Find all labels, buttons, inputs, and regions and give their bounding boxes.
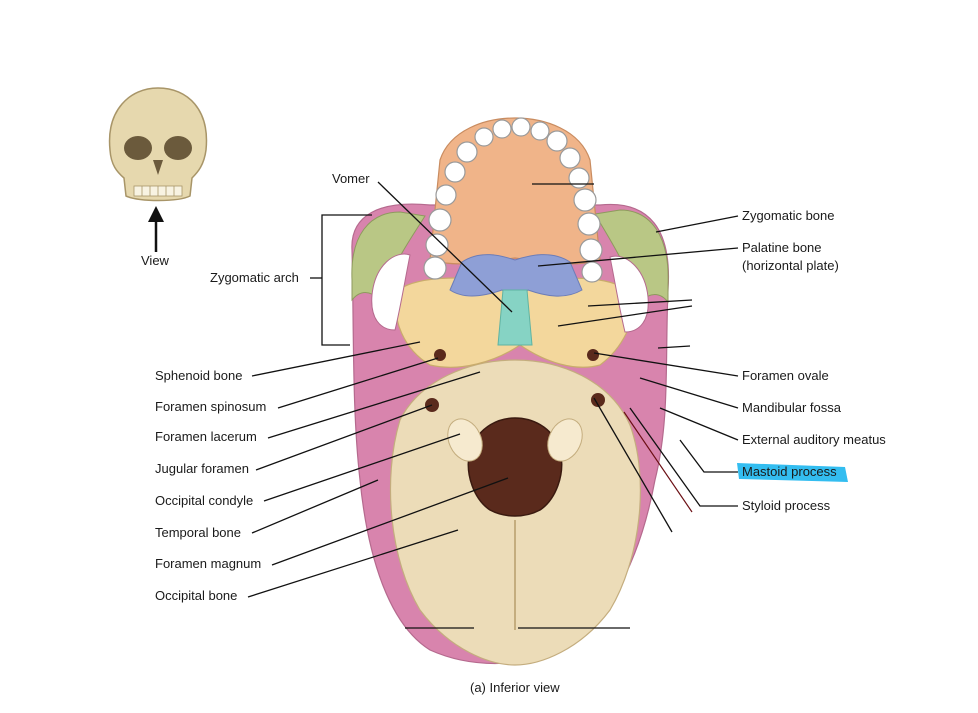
label-foramen-spinosum: Foramen spinosum bbox=[155, 399, 266, 414]
label-zygomatic-bone: Zygomatic bone bbox=[742, 208, 835, 223]
label-vomer: Vomer bbox=[332, 171, 370, 186]
skull-base-illustration bbox=[351, 117, 670, 666]
label-occipital-bone: Occipital bone bbox=[155, 588, 237, 603]
label-sphenoid-bone: Sphenoid bone bbox=[155, 368, 242, 383]
figure-caption: (a) Inferior view bbox=[470, 680, 560, 695]
label-foramen-magnum: Foramen magnum bbox=[155, 556, 261, 571]
label-jugular-foramen: Jugular foramen bbox=[155, 461, 249, 476]
vomer-shape bbox=[497, 289, 533, 346]
teeth-row bbox=[423, 117, 603, 283]
view-arrow-icon bbox=[148, 206, 164, 252]
zygomatic-arch-bracket bbox=[310, 214, 372, 346]
label-foramen-ovale: Foramen ovale bbox=[742, 368, 829, 383]
palatine-bone-shape bbox=[449, 254, 583, 301]
label-occipital-condyle: Occipital condyle bbox=[155, 493, 253, 508]
label-styloid-process: Styloid process bbox=[742, 498, 831, 513]
mastoid-highlight-mark bbox=[737, 463, 848, 482]
view-label: View bbox=[141, 253, 170, 268]
label-zygomatic-arch: Zygomatic arch bbox=[210, 270, 299, 285]
label-foramen-lacerum: Foramen lacerum bbox=[155, 429, 257, 444]
label-external-auditory-meatus: External auditory meatus bbox=[742, 432, 886, 447]
label-temporal-bone: Temporal bone bbox=[155, 525, 241, 540]
skull-thumbnail-icon bbox=[108, 87, 208, 202]
zygomatic-bone-left-shape bbox=[351, 211, 426, 302]
label-palatine-bone-sub: (horizontal plate) bbox=[742, 258, 839, 273]
label-mandibular-fossa: Mandibular fossa bbox=[742, 400, 842, 415]
foramen-magnum-shape bbox=[467, 417, 563, 517]
label-palatine-bone: Palatine bone bbox=[742, 240, 822, 255]
label-mastoid-process: Mastoid process bbox=[742, 464, 837, 479]
